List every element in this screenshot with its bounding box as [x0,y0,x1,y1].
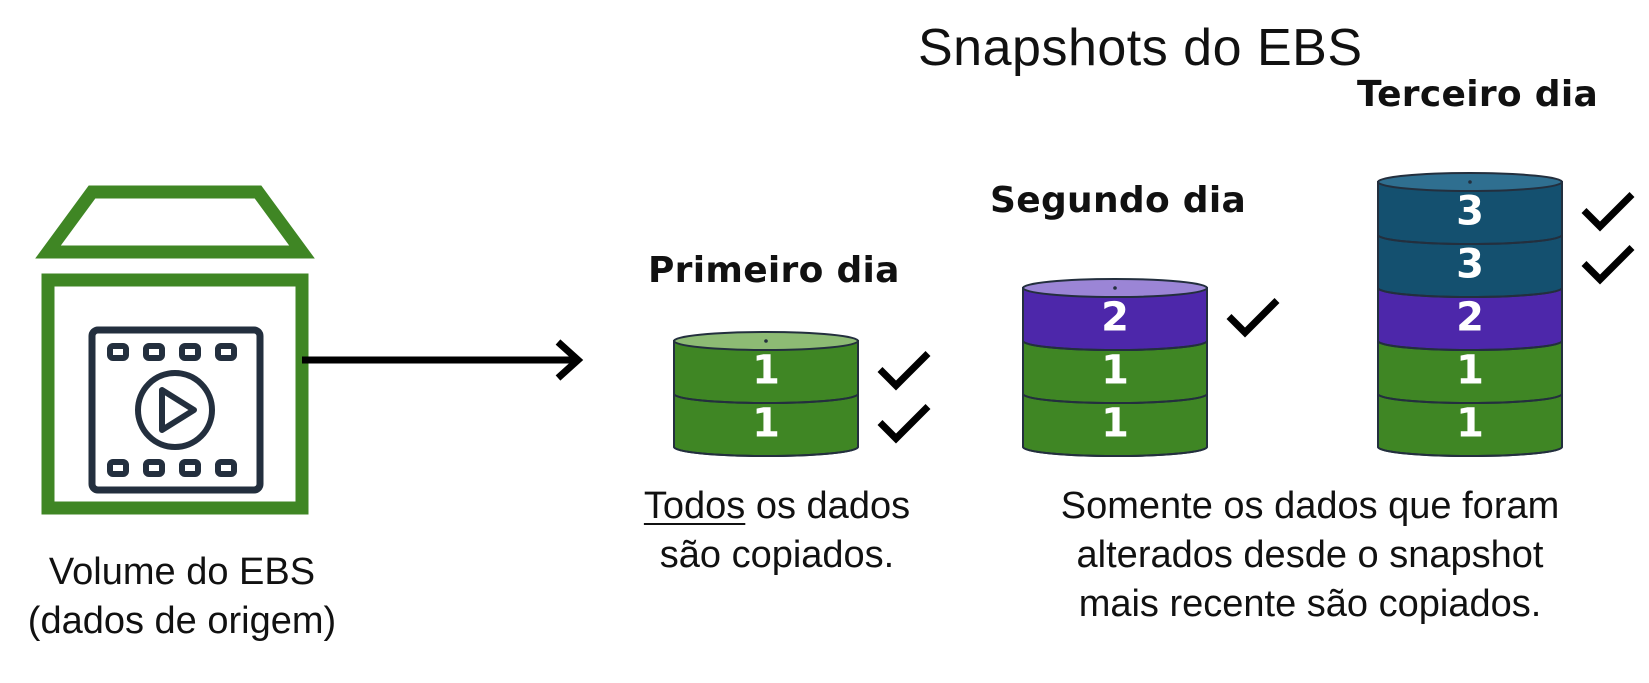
snapshot-block: 1 [673,340,859,404]
emphasis-todos: Todos [643,485,746,527]
diagram-title: Snapshots do EBS [918,19,1363,77]
snapshot-block: 3 [1377,181,1563,245]
full-copy-rest: os dados [745,485,911,527]
source-caption: Volume do EBS (dados de origem) [12,548,352,646]
snapshot-block: 1 [1022,340,1208,404]
incremental-line3: mais recente são copiados. [1078,583,1542,625]
full-copy-caption: Todos os dados são copiados. [612,482,942,580]
snapshot-block: 1 [673,393,859,457]
day-label-3: Terceiro dia [1357,74,1599,115]
block-number: 1 [752,401,780,447]
checkmark-icon [877,351,931,391]
snapshot-stack-1: 11 [673,331,931,457]
incremental-line2: alterados desde o snapshot [1076,534,1544,576]
day-label-2: Segundo dia [990,180,1247,221]
block-number: 3 [1456,189,1484,235]
snapshot-block: 1 [1377,393,1563,457]
checkmark-icon [1226,298,1280,338]
block-number: 1 [1456,401,1484,447]
source-label-line1: Volume do EBS [48,551,316,593]
checkmark-icon [877,404,931,444]
checkmark-icon [1581,245,1635,285]
block-number: 2 [1101,295,1129,341]
block-number: 2 [1456,295,1484,341]
block-number: 1 [1101,401,1129,447]
incremental-line1: Somente os dados que foram [1060,485,1560,527]
incremental-caption: Somente os dados que foram alterados des… [1030,482,1590,629]
snapshot-stack-2: 1 1 2 [1022,278,1280,457]
snapshot-block: 3 [1377,234,1563,298]
snapshot-block: 2 [1377,287,1563,351]
snapshot-block: 1 [1377,340,1563,404]
checkmark-icon [1581,192,1635,232]
full-copy-line2: são copiados. [659,534,895,576]
block-number: 1 [1456,348,1484,394]
snapshot-stack-3: 1 1 2 3 3 [1377,172,1635,457]
day-label-1: Primeiro dia [648,250,900,291]
block-number: 1 [752,348,780,394]
snapshot-block: 1 [1022,393,1208,457]
block-number: 1 [1101,348,1129,394]
snapshot-block: 2 [1022,287,1208,351]
block-number: 3 [1456,242,1484,288]
source-label-line2: (dados de origem) [27,600,337,642]
